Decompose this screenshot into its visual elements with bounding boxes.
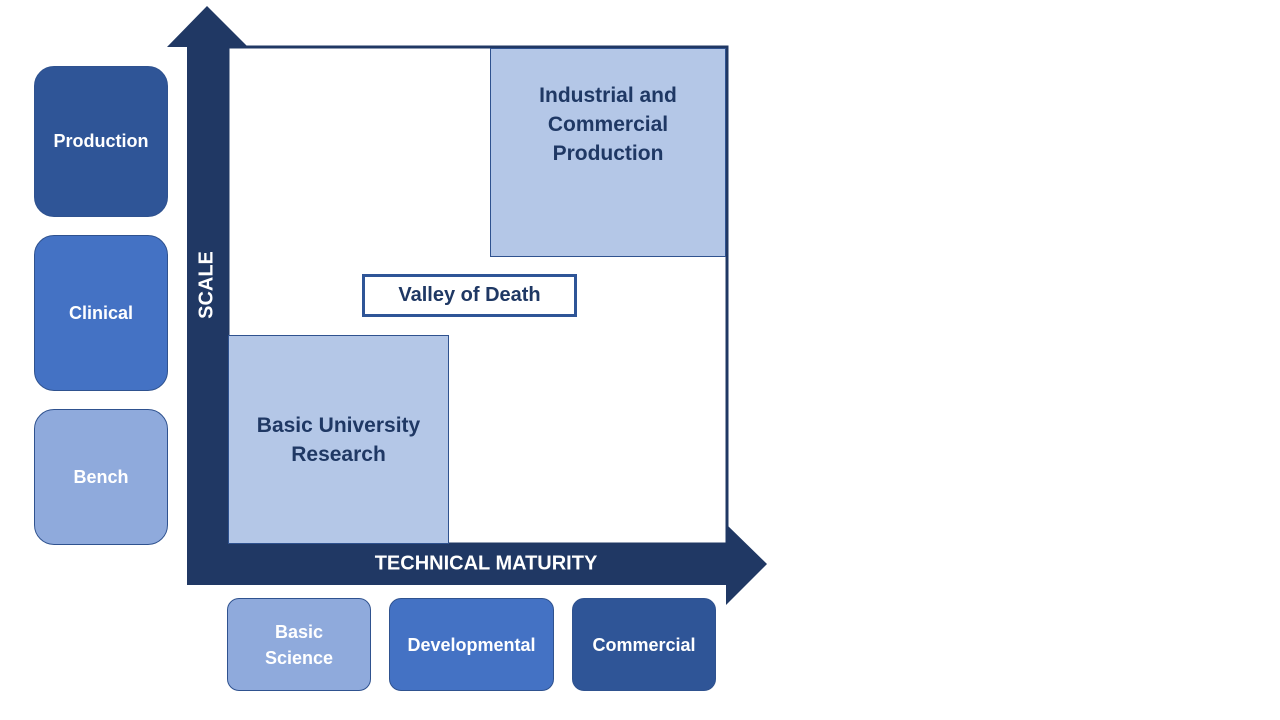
scale-level-bench: Bench — [34, 409, 168, 545]
region-basic-university-research: Basic University Research — [228, 335, 449, 544]
valley-of-death-label: Valley of Death — [362, 274, 577, 317]
scale-level-production: Production — [34, 66, 168, 217]
y-axis-arrow — [167, 6, 248, 544]
x-axis-label: TECHNICAL MATURITY — [374, 552, 598, 575]
maturity-level-basic-science: Basic Science — [227, 598, 371, 691]
x-axis-arrow — [187, 524, 767, 605]
region-industrial-commercial: Industrial and Commercial Production — [490, 48, 726, 257]
maturity-level-commercial: Commercial — [572, 598, 716, 691]
y-axis-label: SCALE — [195, 251, 218, 319]
scale-level-clinical: Clinical — [34, 235, 168, 391]
maturity-level-developmental: Developmental — [389, 598, 554, 691]
